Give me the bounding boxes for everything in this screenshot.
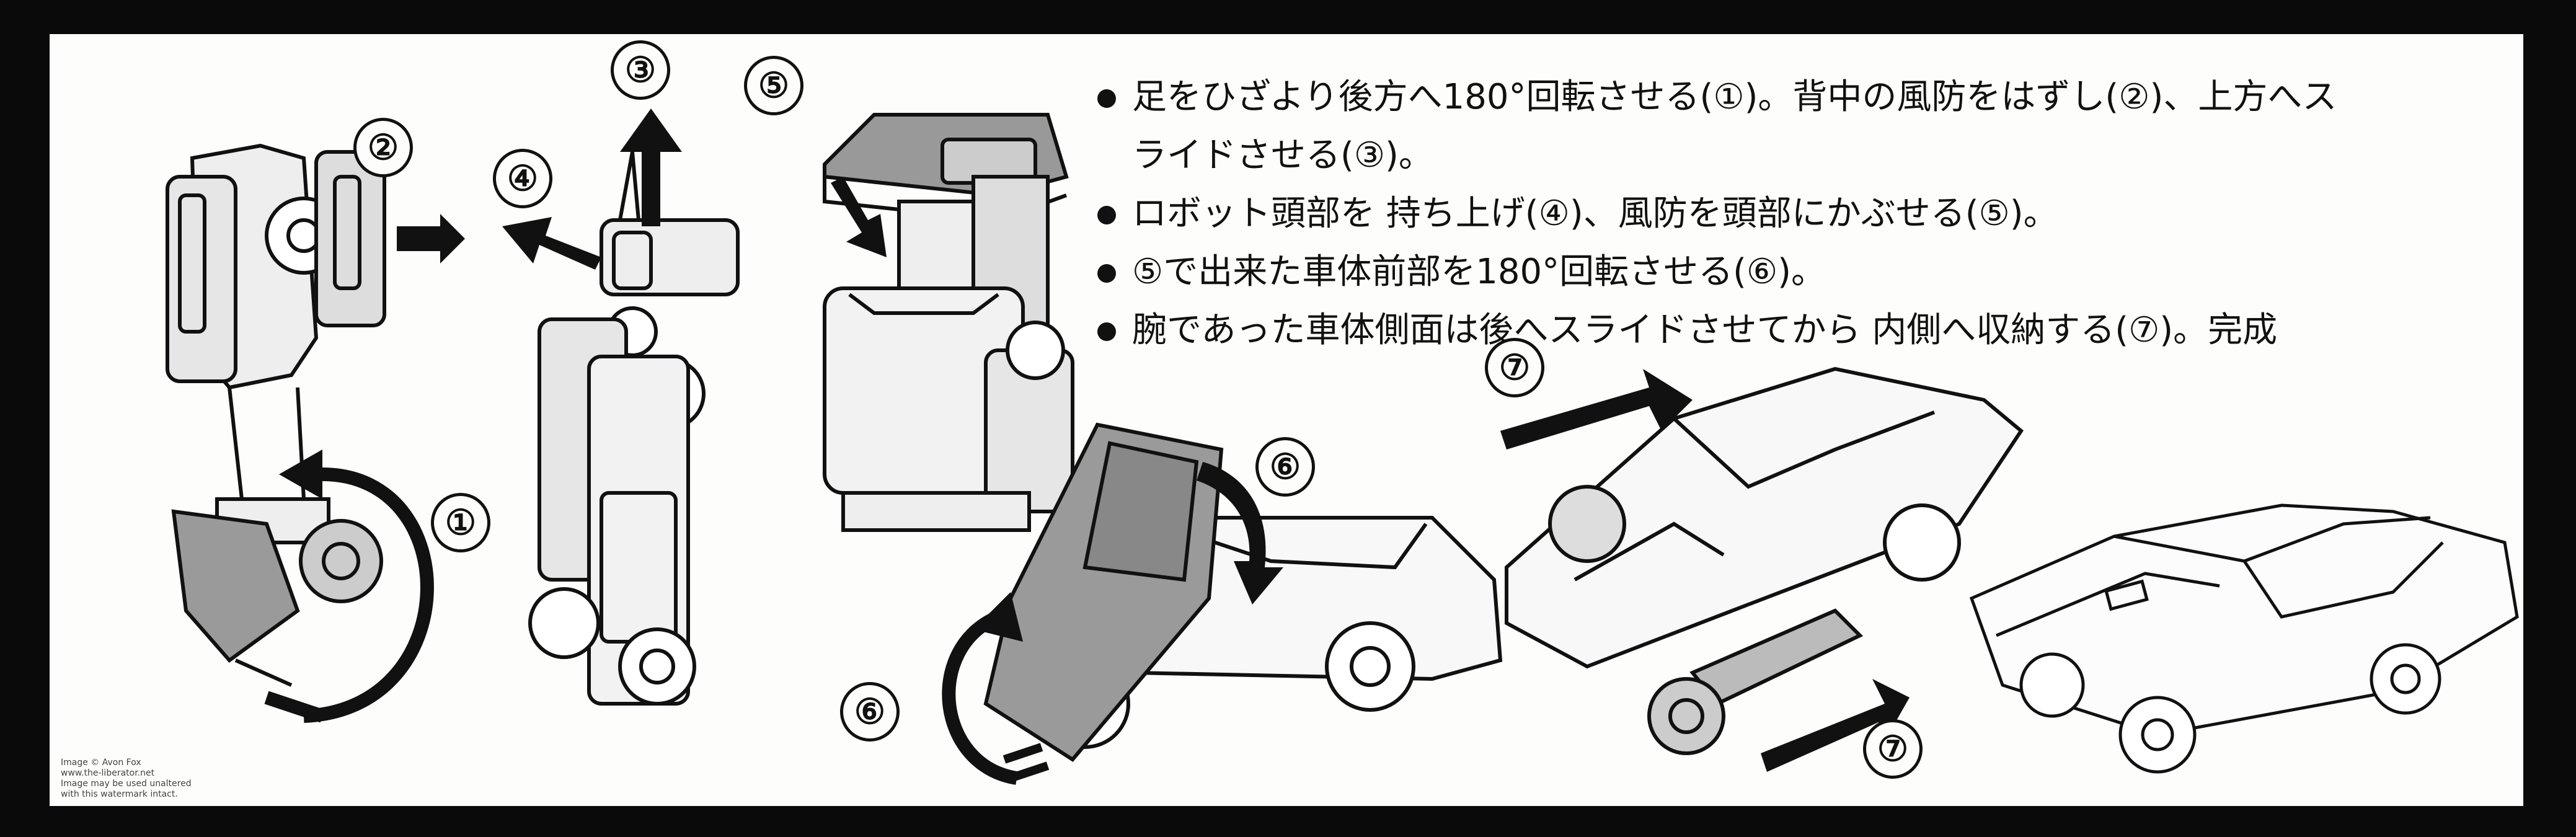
robot-leg-rotation-illustration: [166, 143, 465, 723]
canopy-on-head-illustration: [823, 113, 1074, 532]
robot-lift-illustration: [502, 108, 740, 706]
instruction-list: 足をひざより後方へ180°回転させる(①)。背中の風防をはずし(②)、上方へス …: [1097, 68, 2523, 360]
instruction-step-3: ⑤で出来た車体前部を180°回転させる(⑥)。: [1097, 243, 2523, 301]
bullet-icon: [1097, 89, 1116, 108]
step-number-3: ③: [611, 40, 670, 100]
instruction-step-3-text: ⑤で出来た車体前部を180°回転させる(⑥)。: [1132, 252, 1826, 292]
credit-line-2: www.the-liberator.net: [61, 768, 155, 778]
step-number-2: ②: [353, 118, 413, 177]
step-number-1: ①: [431, 493, 490, 552]
step-number-7-lower: ⑦: [1863, 719, 1923, 779]
credit-line-4: with this watermark intact.: [61, 789, 178, 799]
bullet-icon: [1097, 264, 1116, 283]
image-credit: Image © Avon Fox www.the-liberator.net I…: [61, 758, 192, 800]
instruction-sheet: 足をひざより後方へ180°回転させる(①)。背中の風防をはずし(②)、上方へス …: [50, 34, 2523, 806]
bullet-icon: [1097, 206, 1116, 224]
instruction-step-2-text: ロボット頭部を 持ち上げ(④)、風防を頭部にかぶせる(⑤)。: [1132, 193, 2058, 234]
step-number-6-lower: ⑥: [840, 682, 900, 742]
instruction-step-1-line-1: 足をひざより後方へ180°回転させる(①)。背中の風防をはずし(②)、上方へス: [1132, 77, 2337, 117]
instruction-step-4-text: 腕であった車体側面は後へスライドさせてから 内側へ収納する(⑦)。完成: [1132, 310, 2278, 350]
side-panel-stow-illustration: [1500, 366, 2024, 772]
bullet-icon: [1097, 322, 1116, 341]
instruction-step-1: 足をひざより後方へ180°回転させる(①)。背中の風防をはずし(②)、上方へス …: [1097, 68, 2523, 185]
instruction-step-4: 腕であった車体側面は後へスライドさせてから 内側へ収納する(⑦)。完成: [1097, 301, 2523, 360]
instruction-step-1-line-2: ライドさせる(③)。: [1132, 135, 1433, 175]
credit-line-1: Image © Avon Fox: [61, 758, 141, 768]
step-number-5: ⑤: [744, 56, 803, 115]
step-number-4: ④: [493, 149, 552, 208]
step-number-7-upper: ⑦: [1485, 338, 1544, 397]
step-number-6-upper: ⑥: [1255, 437, 1315, 497]
instruction-step-2: ロボット頭部を 持ち上げ(④)、風防を頭部にかぶせる(⑤)。: [1097, 185, 2523, 243]
completed-car-illustration: [1969, 503, 2519, 774]
front-rotation-illustration: [942, 422, 1503, 785]
credit-line-3: Image may be used unaltered: [61, 779, 192, 789]
